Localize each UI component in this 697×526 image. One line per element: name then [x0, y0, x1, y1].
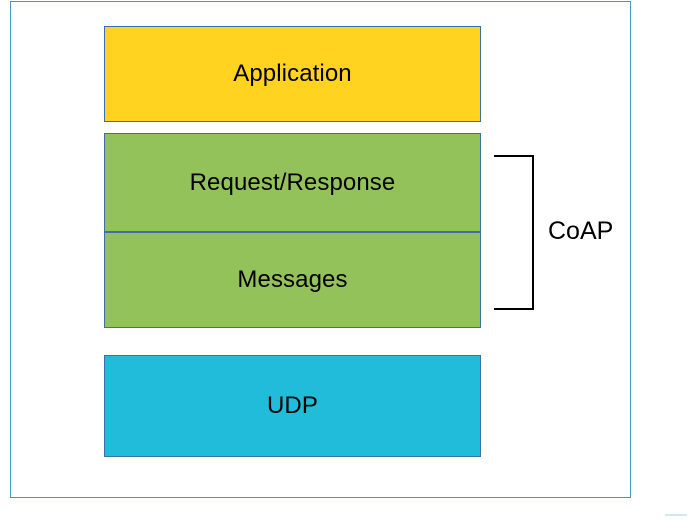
- layer-label-request-response: Request/Response: [189, 168, 396, 196]
- layer-box-application[interactable]: Application: [104, 26, 481, 122]
- coap-group-bracket: [494, 155, 534, 310]
- edge-artifact-mark: [665, 514, 687, 516]
- layer-label-udp: UDP: [267, 392, 318, 419]
- coap-group-label: CoAP: [548, 217, 614, 245]
- layer-label-application: Application: [233, 60, 352, 87]
- page-frame: [10, 1, 631, 498]
- layer-box-request-response[interactable]: Request/Response: [104, 133, 481, 232]
- layer-label-messages: Messages: [237, 266, 348, 293]
- layer-box-messages[interactable]: Messages: [104, 232, 481, 328]
- layer-box-udp[interactable]: UDP: [104, 355, 481, 457]
